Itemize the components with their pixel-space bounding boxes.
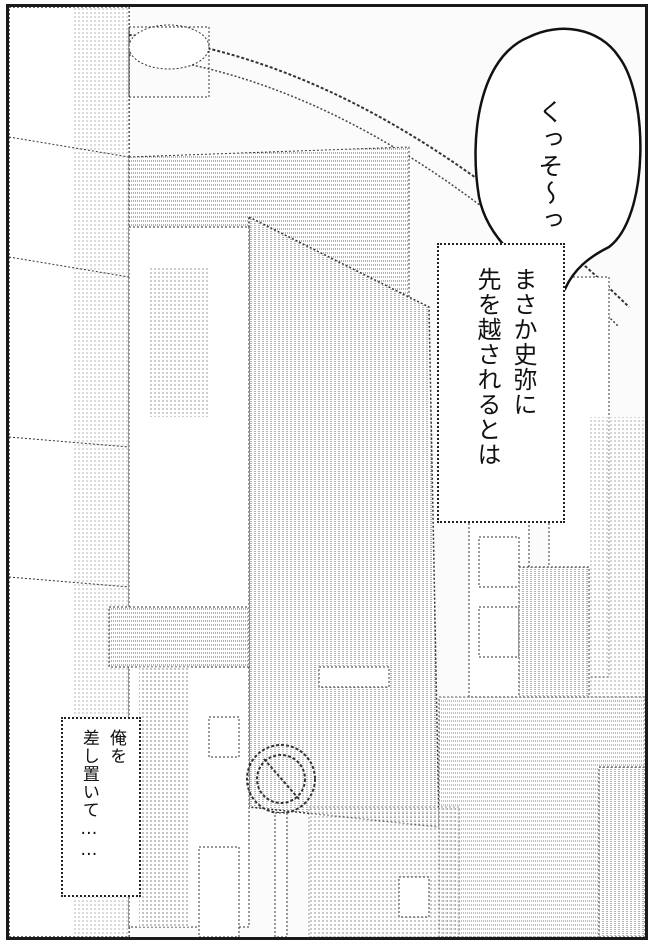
caption-box-lower: 俺を 差し置いて…… [61, 717, 141, 897]
caption-middle-line-2: 先を越されるとは [473, 267, 501, 467]
caption-middle-text: まさか史弥に 先を越されるとは [469, 267, 541, 467]
manga-panel: くっそ〜っ まさか史弥に 先を越されるとは 俺を 差し置いて…… [6, 4, 648, 940]
caption-lower-text: 俺を 差し置いて…… [75, 729, 129, 861]
caption-box-middle: まさか史弥に 先を越されるとは [437, 243, 565, 523]
speech-bubble-text: くっそ〜っ [535, 99, 564, 234]
caption-lower-line-1: 俺を [106, 729, 126, 765]
street-background-art [9, 7, 645, 937]
caption-lower-line-2: 差し置いて…… [78, 729, 99, 861]
caption-middle-line-1: まさか史弥に [509, 267, 537, 417]
